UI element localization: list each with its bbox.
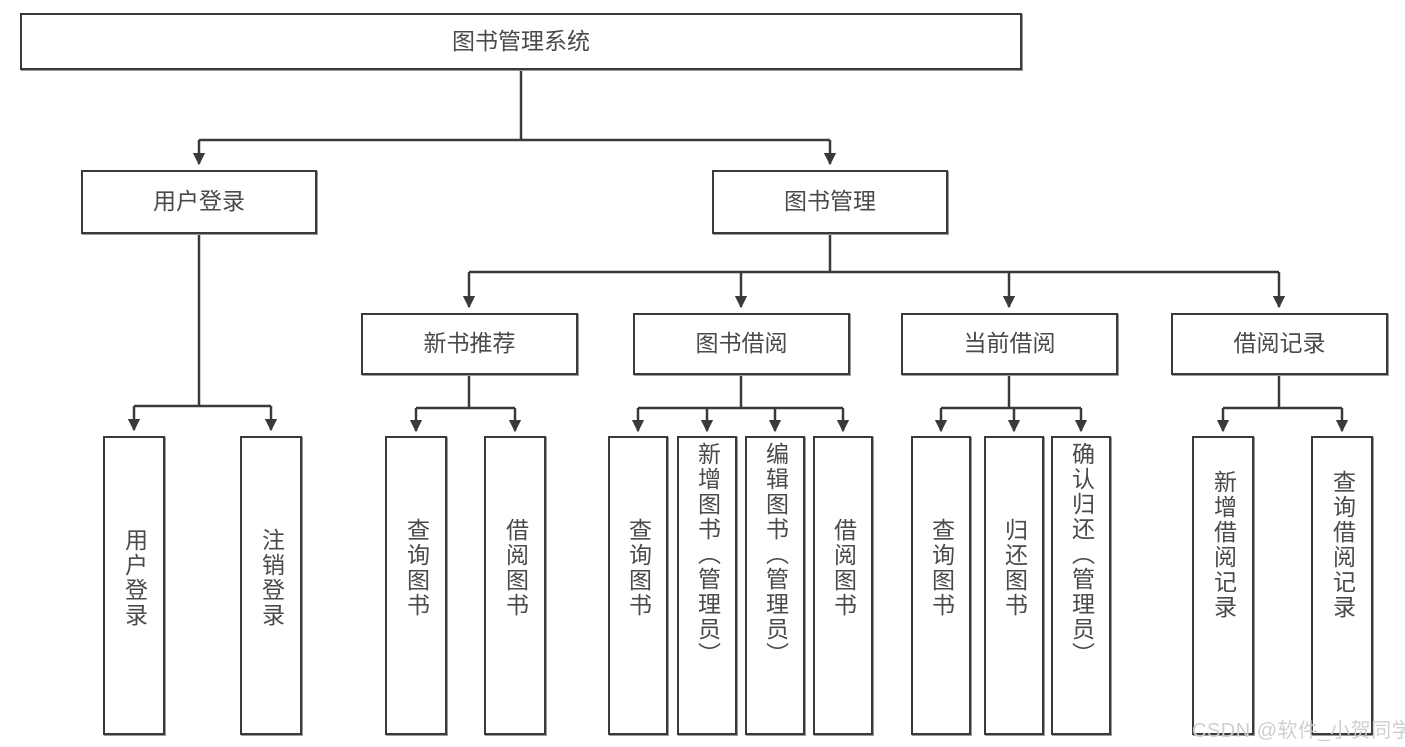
node-user-login[interactable]: 用户登录 (81, 170, 317, 234)
node-leaf-user-login-label: 用户登录 (121, 528, 148, 628)
node-leaf-query-book-borrow[interactable]: 查询图书 (608, 436, 668, 735)
node-new-book-rec[interactable]: 新书推荐 (361, 313, 578, 375)
node-current-borrow[interactable]: 当前借阅 (901, 313, 1118, 375)
node-leaf-logout[interactable]: 注销登录 (240, 436, 302, 735)
node-leaf-borrow-book-label: 借阅图书 (830, 518, 857, 618)
node-leaf-add-book[interactable]: 新增图书（管理员） (677, 436, 737, 735)
node-leaf-query-book-current-label: 查询图书 (928, 518, 955, 618)
node-borrow-record[interactable]: 借阅记录 (1171, 313, 1388, 375)
node-leaf-user-login[interactable]: 用户登录 (103, 436, 165, 735)
node-current-borrow-label: 当前借阅 (963, 330, 1056, 357)
csdn-watermark: CSDN @软件_小贺同学 (1192, 720, 1405, 742)
node-leaf-confirm-return-label: 确认归还（管理员） (1068, 442, 1095, 667)
node-leaf-query-book-current[interactable]: 查询图书 (911, 436, 971, 735)
node-leaf-borrow-book-rec-label: 借阅图书 (502, 518, 529, 618)
node-leaf-edit-book[interactable]: 编辑图书（管理员） (745, 436, 805, 735)
node-leaf-logout-label: 注销登录 (258, 528, 285, 628)
node-leaf-query-record-label: 查询借阅记录 (1329, 470, 1356, 620)
node-leaf-confirm-return[interactable]: 确认归还（管理员） (1051, 436, 1111, 735)
node-user-login-label: 用户登录 (153, 188, 245, 215)
node-leaf-add-record-label: 新增借阅记录 (1210, 470, 1237, 620)
node-book-borrow[interactable]: 图书借阅 (633, 313, 850, 375)
node-leaf-add-book-label: 新增图书（管理员） (694, 442, 721, 667)
node-leaf-edit-book-label: 编辑图书（管理员） (762, 442, 789, 667)
node-root-label: 图书管理系统 (452, 27, 590, 54)
node-book-borrow-label: 图书借阅 (695, 330, 788, 357)
node-leaf-add-record[interactable]: 新增借阅记录 (1192, 436, 1254, 735)
node-leaf-return-book-label: 归还图书 (1001, 518, 1028, 618)
node-leaf-query-book-borrow-label: 查询图书 (625, 518, 652, 618)
node-leaf-query-book-rec-label: 查询图书 (403, 518, 430, 618)
node-book-manage-label: 图书管理 (784, 188, 876, 215)
node-borrow-record-label: 借阅记录 (1233, 330, 1326, 357)
node-leaf-query-record[interactable]: 查询借阅记录 (1311, 436, 1373, 735)
node-leaf-query-book-rec[interactable]: 查询图书 (385, 436, 447, 735)
node-leaf-borrow-book-rec[interactable]: 借阅图书 (484, 436, 546, 735)
node-root[interactable]: 图书管理系统 (20, 13, 1022, 70)
node-leaf-return-book[interactable]: 归还图书 (984, 436, 1044, 735)
node-leaf-borrow-book[interactable]: 借阅图书 (813, 436, 873, 735)
node-new-book-rec-label: 新书推荐 (423, 330, 516, 357)
node-book-manage[interactable]: 图书管理 (712, 170, 948, 234)
